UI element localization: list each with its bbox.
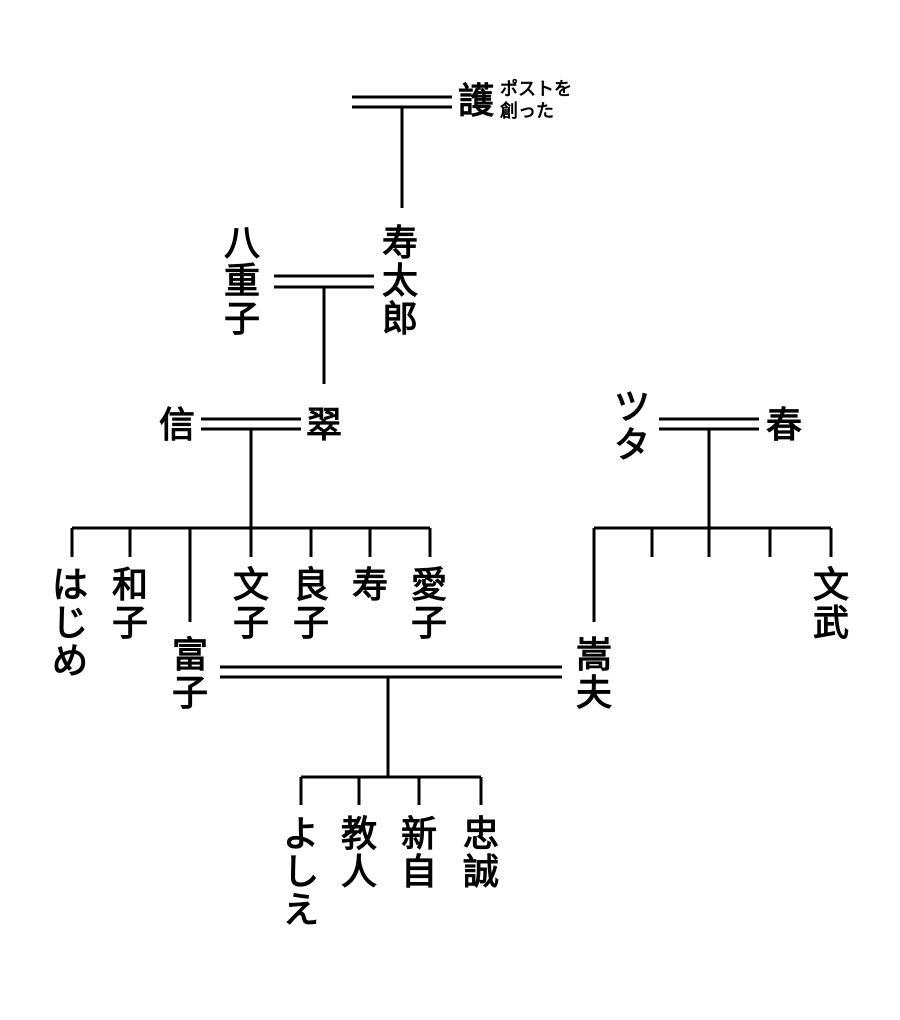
person-norihito: 教人: [340, 813, 377, 893]
person-tadanobu: 忠誠: [462, 813, 499, 893]
person-tsuta: ツタ: [613, 386, 650, 466]
person-jutaro: 寿太郎: [381, 222, 418, 340]
person-yoshie: よしえ: [282, 813, 319, 931]
person-takao: 嵩夫: [575, 634, 612, 714]
person-kazuko: 和子: [111, 564, 148, 644]
person-yoshiko: 良子: [292, 564, 329, 644]
person-fumiko: 文子: [232, 564, 269, 644]
person-kotobuki: 寿: [351, 564, 388, 606]
person-midori: 翠: [305, 404, 342, 446]
person-hajime: はじめ: [51, 564, 88, 682]
person-yaeko: 八重子: [223, 222, 260, 340]
person-aiko: 愛子: [410, 564, 447, 644]
person-haru: 春: [765, 404, 802, 446]
person-shinji: 新自: [400, 813, 437, 893]
person-mamoru: 護: [457, 80, 494, 122]
person-note-mamoru-line2: 創った: [500, 101, 554, 122]
person-note-mamoru-line1: ポストを: [500, 79, 572, 100]
person-bunbu: 文武: [812, 564, 849, 644]
person-makoto: 信: [158, 404, 195, 446]
person-tomiko: 富子: [171, 634, 208, 714]
